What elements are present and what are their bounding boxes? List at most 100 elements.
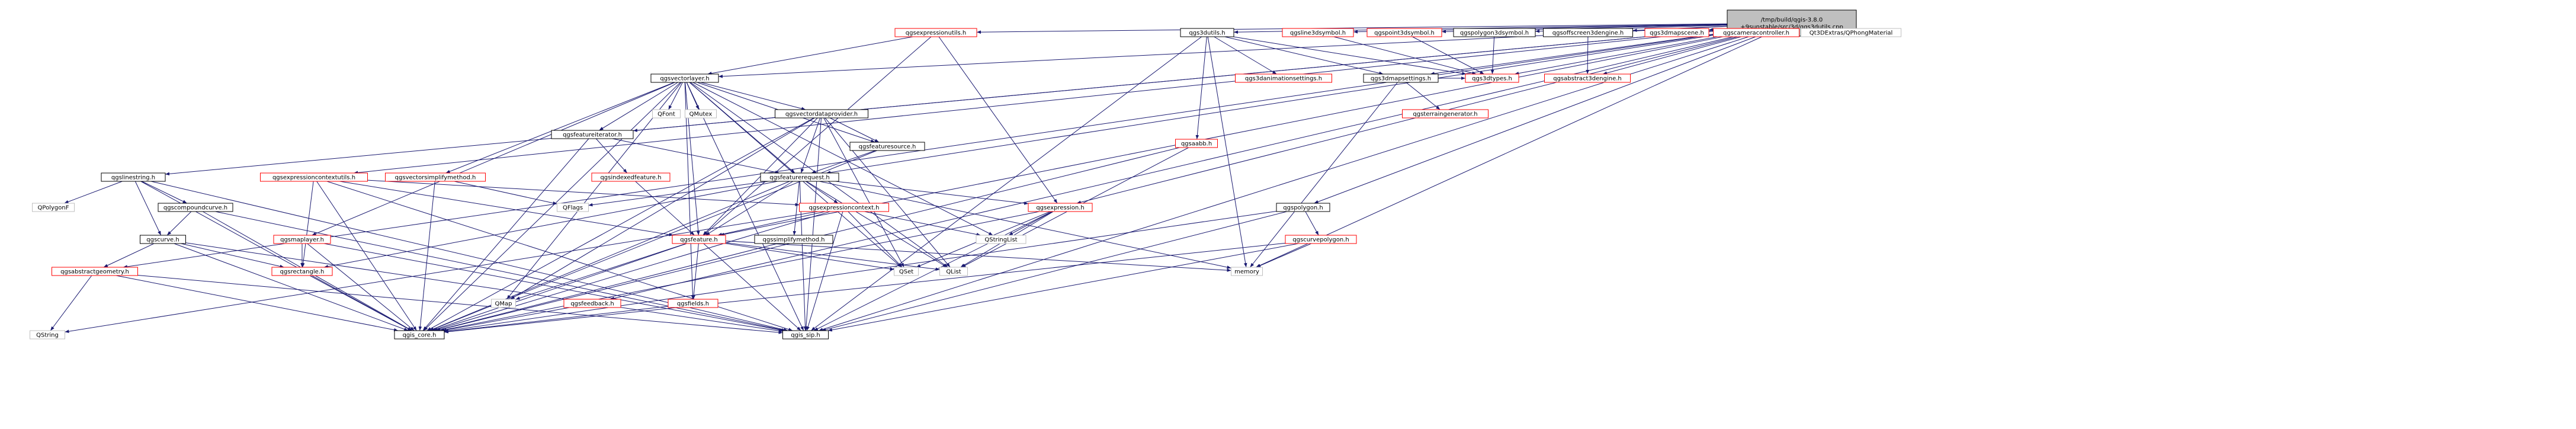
node-qgsindexedfeature[interactable]: qgsindexedfeature.h <box>591 172 671 182</box>
edge-qgsfeature-to-qset <box>725 243 894 271</box>
edge-qgsvectorlayer-to-qgsfeature <box>685 82 700 236</box>
edge-qgscurve-to-qgsabstractgeometry <box>103 243 155 268</box>
node-qgspolygon3dsymbol[interactable]: qgspolygon3dsymbol.h <box>1453 28 1536 37</box>
node-label-qflags: QFlags <box>563 205 583 212</box>
node-qgsabstract3dengine[interactable]: qgsabstract3dengine.h <box>1544 73 1631 83</box>
node-qgsfeaturesource[interactable]: qgsfeaturesource.h <box>849 142 925 151</box>
node-qgsrectangle[interactable]: qgsrectangle.h <box>271 267 333 276</box>
node-qgscameracontroller[interactable]: qgscameracontroller.h <box>1713 28 1799 37</box>
edge-qgspolygon-to-qgis_core <box>444 210 1277 332</box>
node-qgis_core[interactable]: qgis_core.h <box>394 330 445 340</box>
node-box-qgsrectangle <box>271 267 333 276</box>
node-qgscurve[interactable]: qgscurve.h <box>140 235 186 244</box>
node-label-qgsline3dsymbol: qgsline3dsymbol.h <box>1290 30 1346 37</box>
node-qgsfeedback[interactable]: qgsfeedback.h <box>563 299 621 308</box>
node-box-qmap <box>491 299 516 308</box>
node-qgsexpressionutils[interactable]: qgsexpressionutils.h <box>894 28 977 37</box>
node-qmutex: QMutex <box>685 109 717 119</box>
node-qgssimplifymethod[interactable]: qgssimplifymethod.h <box>754 235 833 244</box>
node-label-qgsvectorlayer: qgsvectorlayer.h <box>660 76 709 82</box>
node-box-qgsfeaturerequest <box>760 172 839 182</box>
node-qgslinestring[interactable]: qgslinestring.h <box>101 172 166 182</box>
node-qgsfeature[interactable]: qgsfeature.h <box>672 235 726 244</box>
edge-qgsvectordataprovider-to-qgsfeaturerequest <box>800 117 821 174</box>
node-label-qgsvectorsimplifymethod: qgsvectorsimplifymethod.h <box>395 175 476 181</box>
edge-qgspoint3dsymbol-to-qgs3dtypes <box>1412 36 1484 75</box>
node-qgs3dutils[interactable]: qgs3dutils.h <box>1180 28 1234 37</box>
edge-qgsexpression-to-qstringlist <box>1008 211 1053 236</box>
node-box-qgs3danimationsettings <box>1235 73 1332 83</box>
node-label-qgsindexedfeature: qgsindexedfeature.h <box>600 175 661 181</box>
node-qset: QSet <box>894 267 919 276</box>
edge-qgsfeaturesource-to-qgsfeaturerequest <box>811 150 876 174</box>
node-qgsfeatureiterator[interactable]: qgsfeatureiterator.h <box>551 130 634 139</box>
edge-qgsexpression-to-qgis_core <box>440 211 1040 332</box>
edge-qgsfeature-to-qmap <box>515 243 686 300</box>
node-label-qgsfeatureiterator: qgsfeatureiterator.h <box>563 132 622 139</box>
edge-qgscurvepolygon-to-qgis_core <box>444 242 1286 334</box>
node-box-qgis_sip <box>782 330 829 340</box>
edge-qgsexpressioncontext-to-qgis_core <box>433 211 830 331</box>
node-box-qgis_core <box>394 330 445 340</box>
edge-root-to-qgs3dmapsettings <box>1430 31 1728 75</box>
node-label-qgsmaplayer: qgsmaplayer.h <box>280 237 324 244</box>
edge-root-to-memory <box>1256 36 1763 268</box>
node-qgscurvepolygon[interactable]: qgscurvepolygon.h <box>1285 235 1357 244</box>
node-label-qlist: QList <box>946 269 961 276</box>
node-qgis_sip[interactable]: qgis_sip.h <box>782 330 829 340</box>
node-label-qgs3dutils: qgs3dutils.h <box>1189 30 1225 37</box>
node-box-qlist <box>939 267 968 276</box>
node-qgsvectorsimplifymethod[interactable]: qgsvectorsimplifymethod.h <box>385 172 486 182</box>
node-box-qgsfeaturesource <box>849 142 925 151</box>
node-qgspoint3dsymbol[interactable]: qgspoint3dsymbol.h <box>1366 28 1442 37</box>
node-label-qmutex: QMutex <box>689 111 713 118</box>
node-qgs3dtypes[interactable]: qgs3dtypes.h <box>1465 73 1519 83</box>
node-qstring: QString <box>30 330 65 340</box>
node-box-qgsindexedfeature <box>591 172 671 182</box>
node-qgs3dmapsettings[interactable]: qgs3dmapsettings.h <box>1363 73 1439 83</box>
node-box-qgsmaplayer <box>273 235 331 244</box>
edge-qgs3dmapsettings-to-memory <box>1250 82 1398 268</box>
edge-qgssimplifymethod-to-qgis_core <box>435 243 778 331</box>
node-box-qgspolygon3dsymbol <box>1453 28 1536 37</box>
node-qgsabstractgeometry[interactable]: qgsabstractgeometry.h <box>52 267 138 276</box>
node-qgspolygon[interactable]: qgspolygon.h <box>1276 203 1330 212</box>
edge-qgsvectorlayer-to-qgis_core <box>423 82 681 331</box>
node-label-qgsoffscreen3dengine: qgsoffscreen3dengine.h <box>1552 30 1624 37</box>
node-box-qflags <box>557 203 589 212</box>
edge-qgslinestring-to-qgis_sip <box>150 181 788 332</box>
edge-root-to-qgsexpressionutils <box>976 23 1728 34</box>
node-qgscompoundcurve[interactable]: qgscompoundcurve.h <box>158 203 233 212</box>
node-label-qgsfeedback: qgsfeedback.h <box>570 301 614 308</box>
node-qgsexpression[interactable]: qgsexpression.h <box>1028 203 1093 212</box>
edge-qgspolygon-to-qgis_sip <box>822 211 1287 331</box>
node-qgsterraingenerator[interactable]: qgsterraingenerator.h <box>1402 109 1489 119</box>
node-qgsexpressioncontextutils[interactable]: qgsexpressioncontextutils.h <box>260 172 368 182</box>
edge-qgsexpressioncontextutils-to-qgsfeature <box>339 181 673 236</box>
node-qgsline3dsymbol[interactable]: qgsline3dsymbol.h <box>1282 28 1354 37</box>
edge-qgsexpressioncontext-to-qset <box>848 211 903 268</box>
node-qgsvectordataprovider[interactable]: qgsvectordataprovider.h <box>775 109 868 119</box>
edge-root-to-qgis_sip <box>819 36 1751 331</box>
node-qgsvectorlayer[interactable]: qgsvectorlayer.h <box>650 73 719 83</box>
edge-qgsexpressionutils-to-qgsfeature <box>703 36 932 236</box>
node-qgsexpressioncontext[interactable]: qgsexpressioncontext.h <box>799 203 889 212</box>
node-label-qgsfeaturesource: qgsfeaturesource.h <box>859 144 916 151</box>
node-qgs3dmapscene[interactable]: qgs3dmapscene.h <box>1644 28 1709 37</box>
node-qgsfields[interactable]: qgsfields.h <box>668 299 718 308</box>
node-qgsmaplayer[interactable]: qgsmaplayer.h <box>273 235 331 244</box>
node-qgs3danimationsettings[interactable]: qgs3danimationsettings.h <box>1235 73 1332 83</box>
node-label-qmap: QMap <box>495 301 512 308</box>
node-label-qgsexpressioncontextutils: qgsexpressioncontextutils.h <box>272 175 355 181</box>
node-box-qgscurve <box>140 235 186 244</box>
node-qgsoffscreen3dengine[interactable]: qgsoffscreen3dengine.h <box>1543 28 1633 37</box>
node-label-qgslinestring: qgslinestring.h <box>111 175 155 181</box>
node-qgsaabb[interactable]: qgsaabb.h <box>1175 139 1218 148</box>
edge-qgsfeaturerequest-to-qgsfeature <box>705 181 793 236</box>
node-label-qset: QSet <box>899 269 913 276</box>
node-label-qgscurve: qgscurve.h <box>146 237 179 244</box>
edge-root-to-qgsexpression <box>1076 36 1740 204</box>
node-box-qgsfeatureiterator <box>551 130 634 139</box>
node-qgsfeaturerequest[interactable]: qgsfeaturerequest.h <box>760 172 839 182</box>
edge-qgsfeatureiterator-to-qgis_core <box>422 138 589 331</box>
